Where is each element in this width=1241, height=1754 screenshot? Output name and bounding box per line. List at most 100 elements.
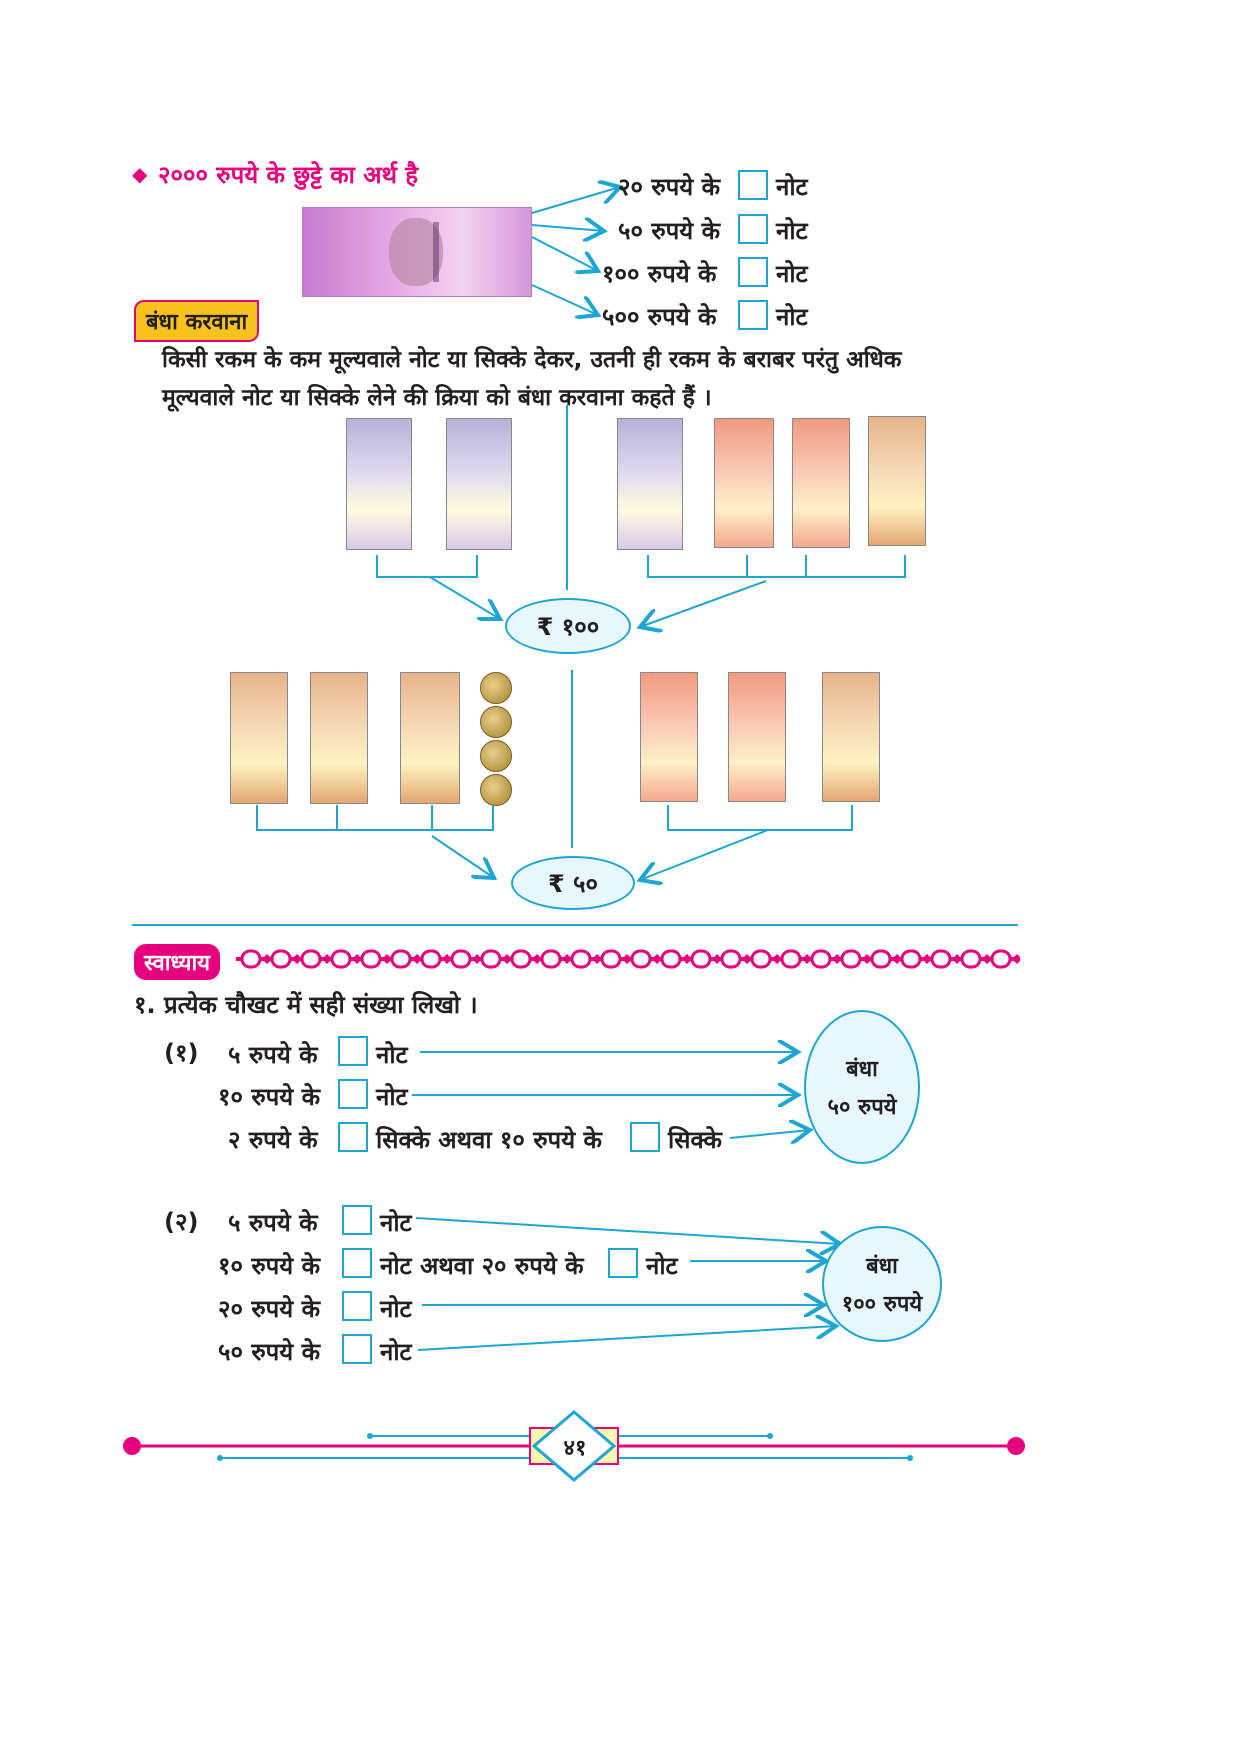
part2-number: (२) (164, 1208, 199, 1236)
chain-link (570, 949, 592, 969)
part2-row2-label: १० रुपये के (218, 1252, 321, 1280)
chain-diamond (352, 954, 362, 964)
intro-row-500-suffix: नोट (776, 303, 808, 331)
note-10-a (868, 416, 926, 546)
chain-diamond (562, 954, 572, 964)
intro-row-500-label: ५०० रुपये के (602, 303, 717, 331)
part1-row1-label: ५ रुपये के (228, 1041, 318, 1069)
part1-row1-box[interactable] (338, 1036, 368, 1066)
part2-row4-label: ५० रुपये के (218, 1338, 321, 1366)
chain-diamond (832, 954, 842, 964)
chain-link (660, 949, 682, 969)
part2-result-ellipse: बंधा १०० रुपये (822, 1226, 942, 1342)
part2-row1-box[interactable] (342, 1205, 372, 1235)
part1-row2-box[interactable] (338, 1079, 368, 1109)
chain-diamond (382, 954, 392, 964)
chain-diamond (442, 954, 452, 964)
chain-link (630, 949, 652, 969)
chain-link (990, 949, 1012, 969)
section-divider (132, 924, 1018, 926)
note-10-d (400, 672, 460, 804)
chain-diamond (802, 954, 812, 964)
chain-diamond (292, 954, 302, 964)
chain-diamond (322, 954, 332, 964)
intro-row-100-label: १०० रुपये के (602, 260, 717, 288)
footer-decoration (123, 1410, 1025, 1482)
exercise-tag: स्वाध्याय (134, 944, 220, 980)
chain-diamond (922, 954, 932, 964)
section-tag: बंधा करवाना (134, 300, 260, 342)
part1-result-ellipse: बंधा ५० रुपये (804, 1010, 920, 1164)
chain-diamond (652, 954, 662, 964)
page-number: ४१ (563, 1436, 587, 1461)
chain-diamond (502, 954, 512, 964)
part2-row2-box-a[interactable] (342, 1248, 372, 1278)
chain-diamond (682, 954, 692, 964)
intro-arrows (531, 175, 628, 325)
note-20-d (728, 672, 786, 802)
chain-link (540, 949, 562, 969)
part1-number: (१) (164, 1039, 199, 1067)
chain-link (420, 949, 442, 969)
chain-diamond (742, 954, 752, 964)
note-20-a (714, 418, 774, 548)
part2-row3-box[interactable] (342, 1291, 372, 1321)
intro-row-20-box[interactable] (738, 170, 768, 200)
intro-row-50-box[interactable] (738, 214, 768, 244)
chain-link (390, 949, 412, 969)
part1-row3-box-a[interactable] (338, 1122, 368, 1152)
part1-result-line1: बंधा (846, 1057, 878, 1082)
chain-diamond (532, 954, 542, 964)
part2-row1-suffix: नोट (380, 1209, 412, 1237)
chain-diamond (952, 954, 962, 964)
chain-link (600, 949, 622, 969)
part1-row3-label: २ रुपये के (228, 1126, 318, 1154)
chain-link (270, 949, 292, 969)
intro-row-20-label: २० रुपये के (618, 173, 721, 201)
chain-diamond (982, 954, 992, 964)
chain-link (900, 949, 922, 969)
intro-row-20-suffix: नोट (776, 173, 808, 201)
part1-row3-suffix: सिक्के अथवा १० रुपये के (376, 1126, 602, 1154)
chain-decoration: /* decorative diamonds generated below *… (236, 949, 1020, 969)
chain-diamond (472, 954, 482, 964)
intro-heading: २००० रुपये के छुट्टे का अर्थ है (158, 161, 419, 189)
part1-row3-suffix2: सिक्के (668, 1126, 722, 1154)
part1-row1-suffix: नोट (376, 1041, 408, 1069)
definition-line-1: किसी रकम के कम मूल्यवाले नोट या सिक्के द… (162, 347, 902, 373)
chain-link (840, 949, 862, 969)
part2-row2-box-b[interactable] (608, 1248, 638, 1278)
note-20-b (792, 418, 850, 548)
chain-diamond (892, 954, 902, 964)
intro-row-500-box[interactable] (738, 300, 768, 330)
total-50-ellipse: ₹ ५० (511, 856, 635, 910)
part2-row4-box[interactable] (342, 1334, 372, 1364)
chain-diamond (862, 954, 872, 964)
chain-link (960, 949, 982, 969)
part2-row2-suffix2: नोट (646, 1252, 678, 1280)
part1-arrows (412, 1030, 820, 1160)
part2-row1-label: ५ रुपये के (228, 1209, 318, 1237)
part2-row3-label: २० रुपये के (218, 1295, 321, 1323)
chain-diamond (622, 954, 632, 964)
chain-link (450, 949, 472, 969)
note-50-b (446, 418, 512, 550)
chain-diamond (592, 954, 602, 964)
chain-diamond (1012, 954, 1020, 964)
intro-row-100-suffix: नोट (776, 260, 808, 288)
note-50-c (617, 418, 683, 550)
chain-diamond (712, 954, 722, 964)
part2-result-line2: १०० रुपये (841, 1292, 923, 1317)
chain-diamond (262, 954, 272, 964)
chain-link (690, 949, 712, 969)
example-top-connectors (376, 405, 906, 645)
intro-bullet: ◆ (132, 162, 148, 186)
part2-arrows (415, 1217, 850, 1351)
total-50-label: ₹ ५० (547, 869, 598, 898)
note-2000-image (302, 207, 532, 297)
intro-row-100-box[interactable] (738, 257, 768, 287)
total-100-ellipse: ₹ १०० (505, 598, 631, 654)
chain-link (930, 949, 952, 969)
part1-row3-box-b[interactable] (630, 1122, 660, 1152)
chain-link (240, 949, 262, 969)
